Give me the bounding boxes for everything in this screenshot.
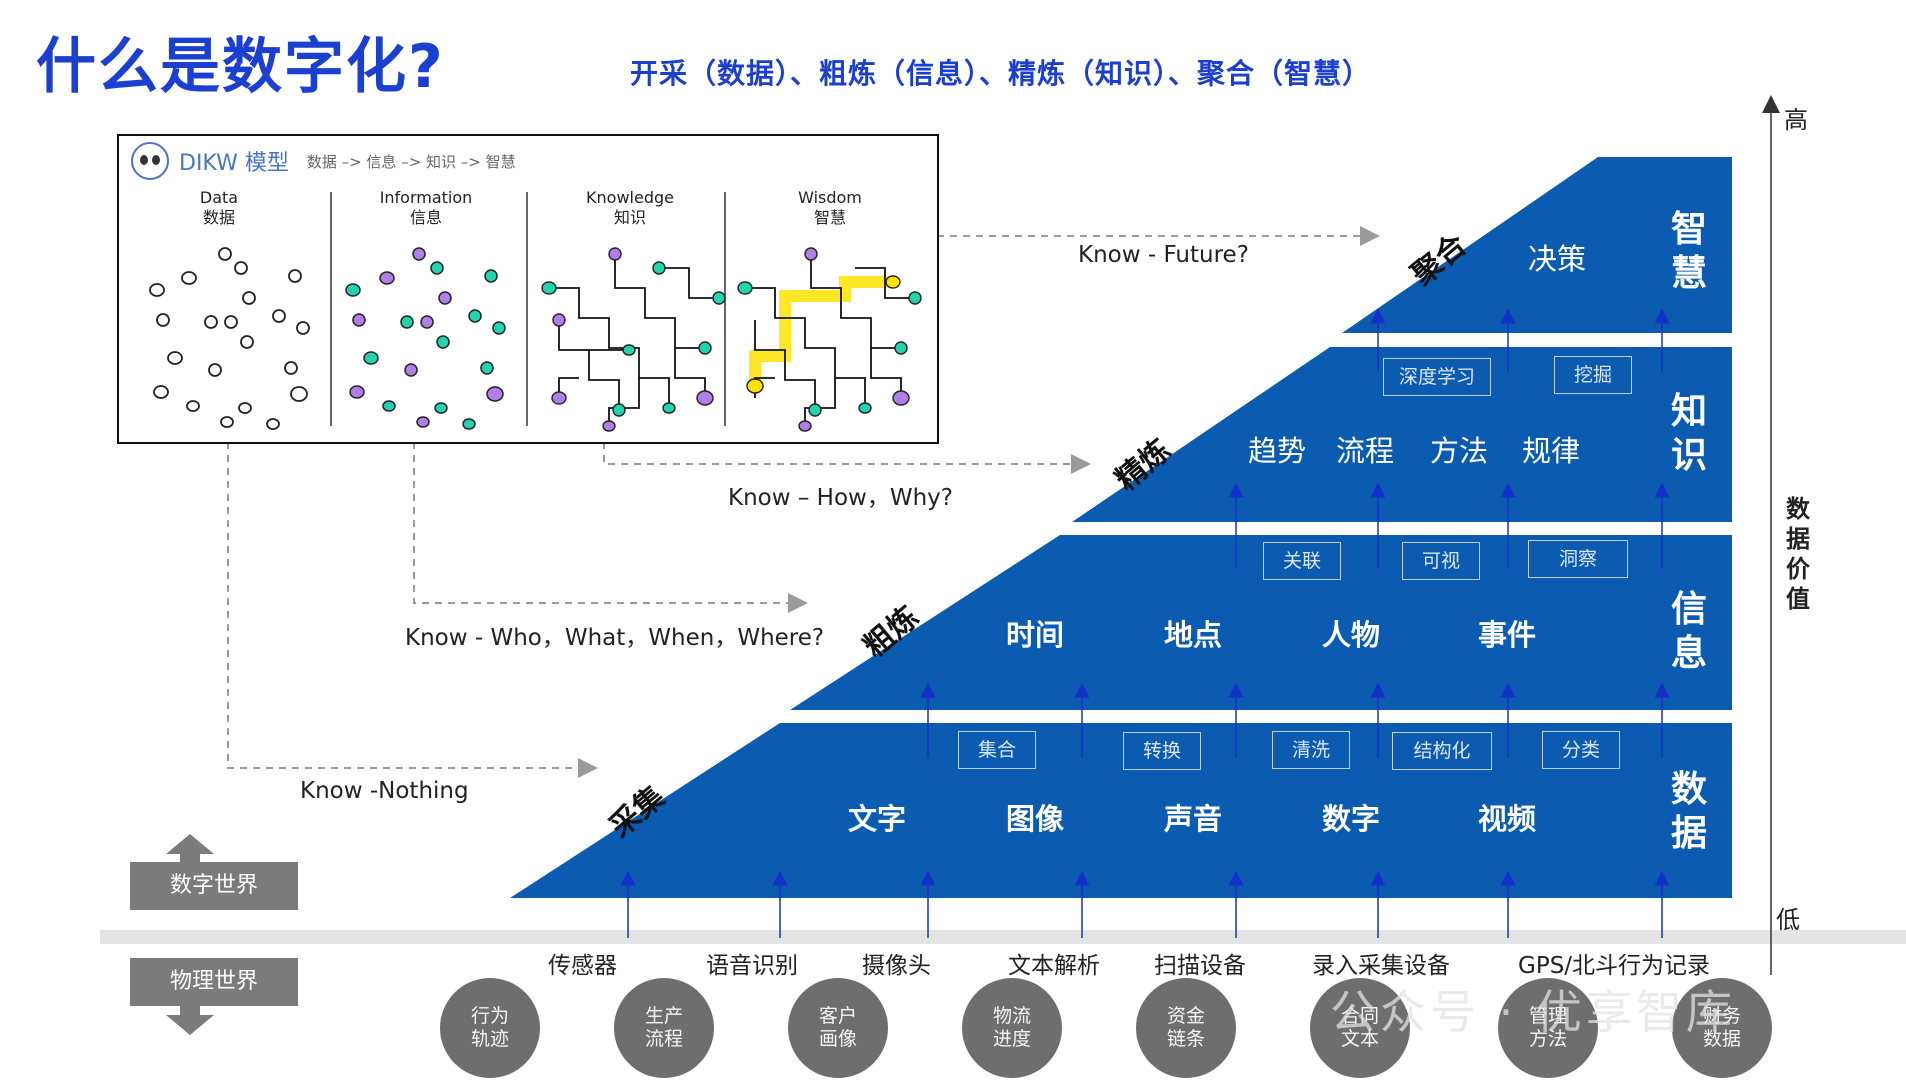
item-sound: 声音: [1164, 802, 1223, 836]
circle-behavior: 行为轨迹: [440, 978, 540, 1078]
physical-world-arrow: [166, 1015, 214, 1035]
item-text: 文字: [848, 802, 907, 836]
dikw-col-data: Data 数据: [159, 188, 279, 228]
tag-structure: 结构化: [1392, 732, 1492, 770]
item-method: 方法: [1430, 434, 1489, 468]
item-person: 人物: [1322, 618, 1381, 652]
circle-customer: 客户画像: [788, 978, 888, 1078]
tag-transform: 转换: [1123, 732, 1201, 770]
circle-logistics: 物流进度: [962, 978, 1062, 1078]
dikw-flow: 数据 –> 信息 –> 知识 –> 智慧: [306, 152, 516, 171]
item-location: 地点: [1164, 618, 1223, 652]
digital-world-arrow: [166, 834, 214, 854]
tag-aggregate: 集合: [958, 731, 1036, 769]
page-title: 什么是数字化?: [36, 32, 445, 102]
col-zh: 智慧: [813, 208, 846, 227]
source-scanner: 扫描设备: [1154, 953, 1246, 979]
dikw-header: DIKW 模型 数据 –> 信息 –> 知识 –> 智慧: [131, 142, 516, 180]
source-speech: 语音识别: [706, 953, 798, 979]
dikw-illustration: [149, 192, 922, 432]
item-time: 时间: [1006, 618, 1065, 652]
source-sensor: 传感器: [548, 953, 617, 979]
col-zh: 信息: [409, 208, 442, 227]
axis-title: 数据价值: [1786, 495, 1810, 613]
circle-production: 生产流程: [614, 978, 714, 1078]
item-video: 视频: [1478, 802, 1537, 836]
panda-logo-icon: [131, 142, 169, 180]
tag-deep-learning: 深度学习: [1383, 358, 1491, 396]
digital-world-label: 数字世界: [130, 862, 298, 910]
item-number: 数字: [1322, 802, 1381, 836]
item-decision: 决策: [1528, 242, 1587, 276]
dikw-col-knowledge: Knowledge 知识: [555, 188, 705, 228]
tag-visualize: 可视: [1402, 542, 1480, 580]
tag-clean: 清洗: [1272, 731, 1350, 769]
source-entry: 录入采集设备: [1312, 953, 1450, 979]
page-subtitle: 开采（数据）、粗炼（信息）、精炼（知识）、聚合（智慧）: [630, 57, 1372, 90]
col-en: Information: [379, 188, 473, 207]
item-rule: 规律: [1522, 434, 1581, 468]
layer-information-label: 信息: [1670, 589, 1707, 674]
col-zh: 知识: [613, 208, 646, 227]
col-zh: 数据: [202, 208, 235, 227]
axis-high: 高: [1784, 106, 1808, 134]
col-en: Wisdom: [798, 188, 862, 207]
layer-knowledge-shape: [1072, 347, 1732, 522]
circle-finance: 财务数据: [1672, 978, 1772, 1078]
source-text-parse: 文本解析: [1008, 953, 1100, 979]
tag-insight: 洞察: [1528, 540, 1628, 578]
dikw-model-box: DIKW 模型 数据 –> 信息 –> 知识 –> 智慧: [117, 134, 939, 444]
item-process: 流程: [1336, 434, 1395, 468]
layer-data-shape: [510, 723, 1732, 898]
tag-classify: 分类: [1542, 731, 1620, 769]
layer-wisdom-shape: [1342, 157, 1732, 333]
layer-wisdom-label: 智慧: [1670, 209, 1707, 294]
axis-low: 低: [1776, 906, 1800, 934]
ground-line: [100, 930, 1906, 944]
dikw-brand: DIKW 模型: [179, 151, 289, 176]
know-how: Know – How，Why?: [728, 485, 953, 511]
physical-world-label: 物理世界: [130, 958, 298, 1006]
col-en: Data: [199, 188, 239, 207]
circle-contract: 合同文本: [1310, 978, 1410, 1078]
dikw-col-information: Information 信息: [351, 188, 501, 228]
col-en: Knowledge: [586, 188, 674, 207]
item-event: 事件: [1478, 618, 1537, 652]
source-gps: GPS/北斗行为记录: [1518, 953, 1711, 979]
dikw-col-wisdom: Wisdom 智慧: [755, 188, 905, 228]
source-camera: 摄像头: [862, 953, 931, 979]
know-who: Know - Who，What，When，Where?: [405, 625, 825, 651]
circle-funds: 资金链条: [1136, 978, 1236, 1078]
circle-management: 管理方法: [1498, 978, 1598, 1078]
know-nothing: Know -Nothing: [300, 778, 469, 804]
tag-association: 关联: [1263, 542, 1341, 580]
layer-information-shape: [790, 535, 1732, 710]
tag-mining: 挖掘: [1554, 356, 1632, 394]
layer-knowledge-label: 知识: [1670, 391, 1707, 476]
item-image: 图像: [1006, 802, 1065, 836]
watermark: 公众号 · 优享智库: [1330, 985, 1736, 1039]
item-trend: 趋势: [1248, 434, 1307, 468]
know-future: Know - Future?: [1078, 242, 1249, 268]
layer-data-label: 数据: [1670, 769, 1707, 854]
